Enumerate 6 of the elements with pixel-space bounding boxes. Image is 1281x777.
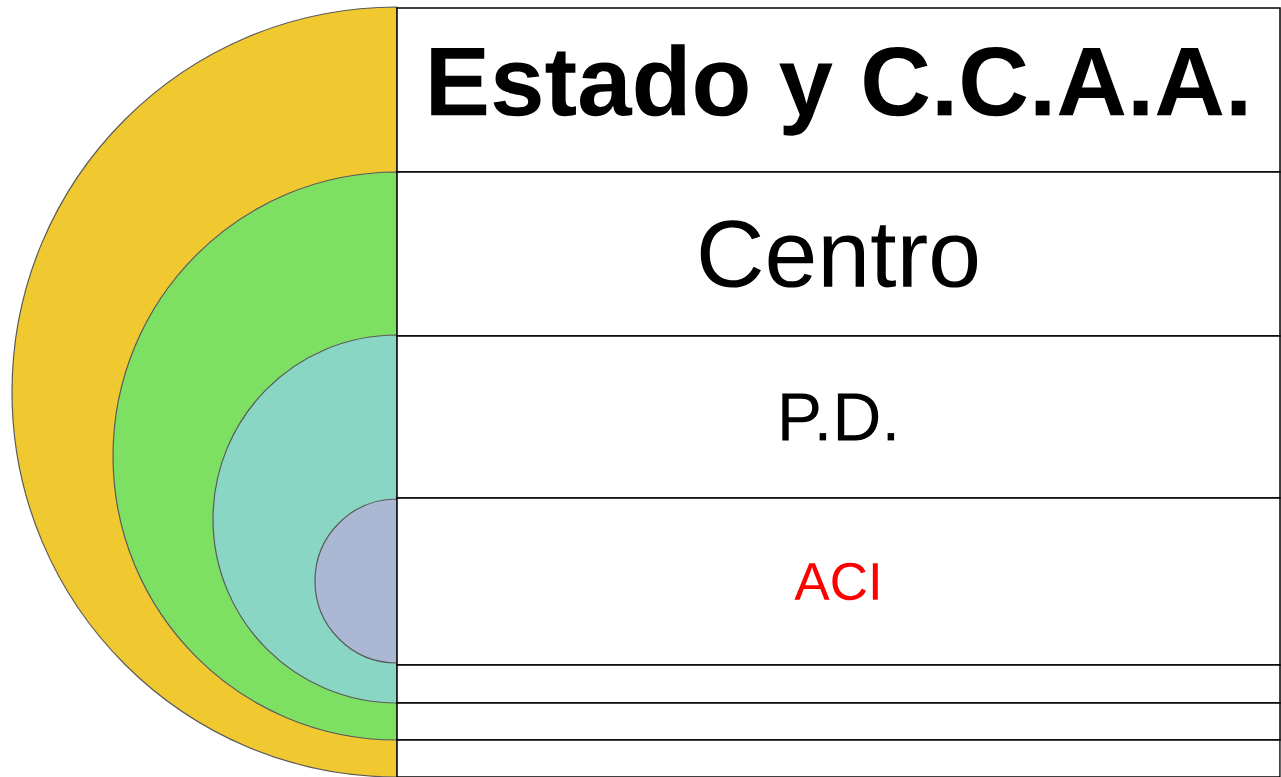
- row-box: [396, 664, 1281, 704]
- row-box: [396, 702, 1281, 741]
- row-box: P.D.: [396, 335, 1281, 499]
- row-box: [396, 739, 1281, 777]
- row-box: Estado y C.C.A.A.: [396, 7, 1281, 173]
- row-box: Centro: [396, 171, 1281, 337]
